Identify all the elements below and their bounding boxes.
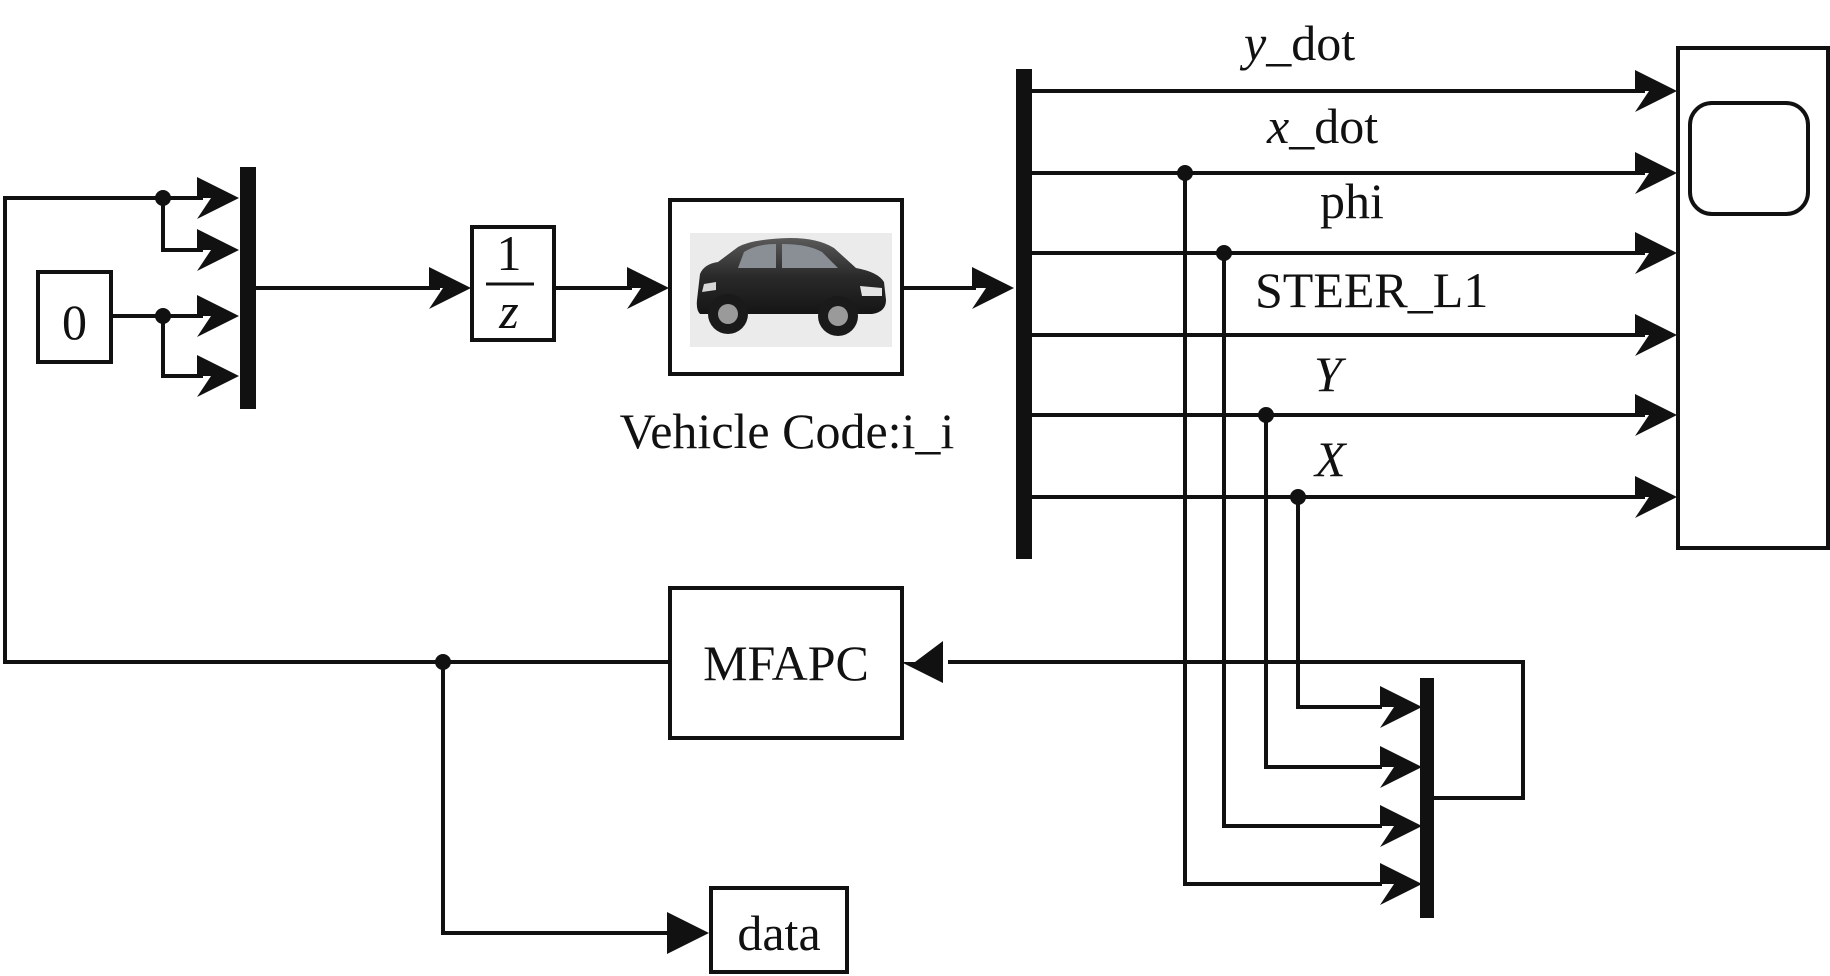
arrowhead [627, 267, 669, 309]
wires [3, 89, 1645, 935]
arrowhead [972, 267, 1014, 309]
signal-label-steer: STEER_L1 [1255, 262, 1488, 318]
unit-delay-block[interactable]: 1 z [470, 225, 556, 342]
arrowhead [197, 295, 239, 337]
output-demux-bar[interactable] [1016, 69, 1032, 559]
input-mux-bar[interactable] [240, 167, 256, 409]
constant-wire [111, 314, 203, 378]
data-block[interactable]: data [709, 886, 849, 974]
arrowhead [197, 355, 239, 397]
junction-dot [155, 190, 171, 206]
branch-wire-x-dot [1183, 173, 1382, 886]
arrowhead [1635, 394, 1677, 436]
arrowhead [1635, 476, 1677, 518]
arrowhead [901, 641, 943, 683]
vehicle-block[interactable]: Vehicle Code:i_i [620, 198, 955, 459]
to-data-wire [441, 662, 672, 935]
arrowhead [429, 267, 471, 309]
junction-dot [1290, 489, 1306, 505]
signal-label-x-dot: x_dot [1266, 98, 1378, 154]
arrowhead [197, 177, 239, 219]
data-label: data [737, 905, 820, 961]
junctions [155, 165, 1306, 670]
arrowhead [1380, 863, 1422, 905]
branch-wire-Y [1264, 415, 1382, 769]
vehicle-label: Vehicle Code:i_i [620, 403, 955, 459]
arrowhead [1380, 686, 1422, 728]
branch-wire-phi [1222, 253, 1382, 828]
signal-label-X: X [1313, 431, 1348, 487]
arrowhead [1635, 314, 1677, 356]
feedback-mux-bar[interactable] [1420, 678, 1434, 918]
mfapc-block[interactable]: MFAPC [668, 586, 904, 740]
arrowhead [1635, 152, 1677, 194]
junction-dot [1177, 165, 1193, 181]
mux-to-mfapc-wire [948, 660, 1525, 800]
arrowhead [667, 912, 709, 954]
signal-labels: y_dot x_dot phi STEER_L1 Y X [1239, 15, 1488, 487]
scope-block[interactable] [1676, 46, 1830, 550]
junction-dot [155, 308, 171, 324]
junction-dot [1258, 407, 1274, 423]
feedback-wire [3, 196, 670, 664]
unit-delay-denominator: z [498, 283, 518, 339]
car-icon [696, 238, 886, 336]
constant-value: 0 [62, 294, 87, 350]
arrowhead [1635, 70, 1677, 112]
unit-delay-numerator: 1 [497, 225, 522, 281]
arrowhead [1380, 746, 1422, 788]
branch-wire-X [1296, 497, 1382, 709]
scope-screen-icon [1688, 101, 1810, 216]
junction-dot [435, 654, 451, 670]
constant-block[interactable]: 0 [36, 270, 113, 364]
signal-label-y-dot: y_dot [1239, 15, 1355, 71]
mfapc-label: MFAPC [703, 635, 869, 691]
signal-label-phi: phi [1320, 173, 1384, 229]
signal-label-Y: Y [1314, 346, 1347, 402]
arrowhead [1635, 232, 1677, 274]
arrowhead [197, 229, 239, 271]
junction-dot [1216, 245, 1232, 261]
arrowheads [197, 70, 1677, 954]
arrowhead [1380, 805, 1422, 847]
